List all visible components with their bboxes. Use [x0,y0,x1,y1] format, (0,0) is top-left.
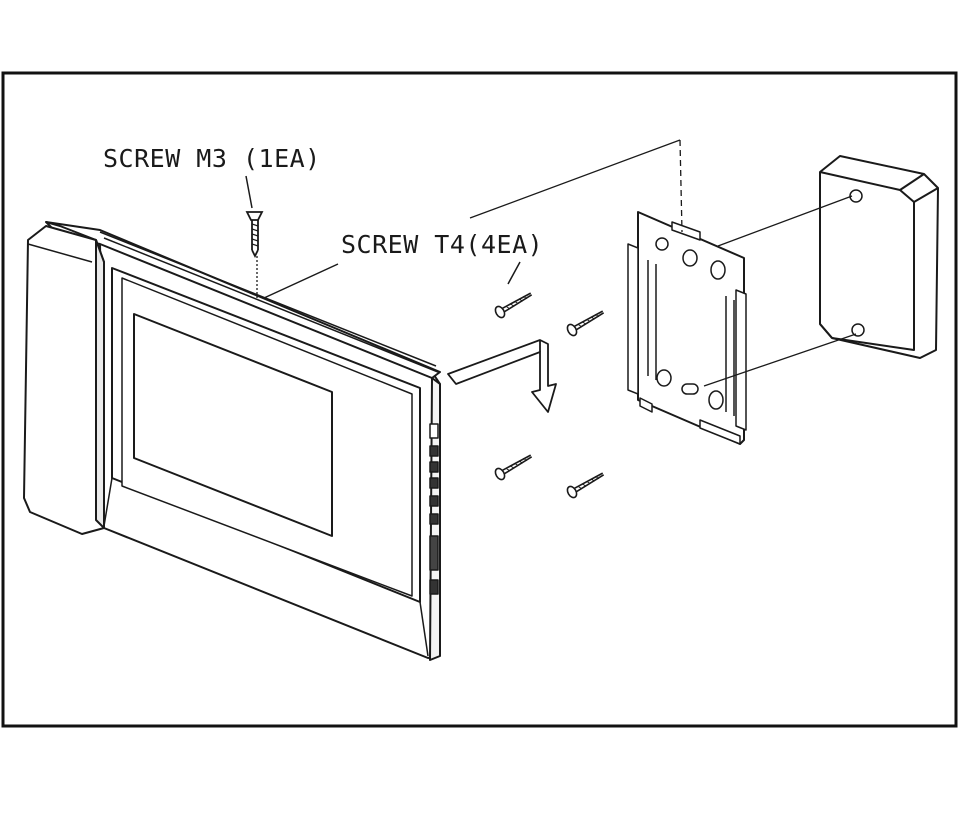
leader-lines [245,175,521,299]
mount-arrow [447,339,557,413]
junction-box [819,155,939,359]
label-screw-m3: SCREW M3 (1EA) [103,144,321,173]
alignment-lines [469,139,857,387]
label-screw-t4: SCREW T4(4EA) [341,230,544,259]
mounting-bracket [627,211,747,445]
screw-m3 [245,211,264,300]
screw-t4-1 [494,292,533,319]
screw-t4-3 [494,454,533,481]
side-buttons [429,423,439,595]
monitor-unit [45,221,441,661]
screws-t4 [494,292,605,499]
handset [23,221,105,535]
screw-t4-4 [566,472,605,499]
screw-t4-2 [566,310,605,337]
